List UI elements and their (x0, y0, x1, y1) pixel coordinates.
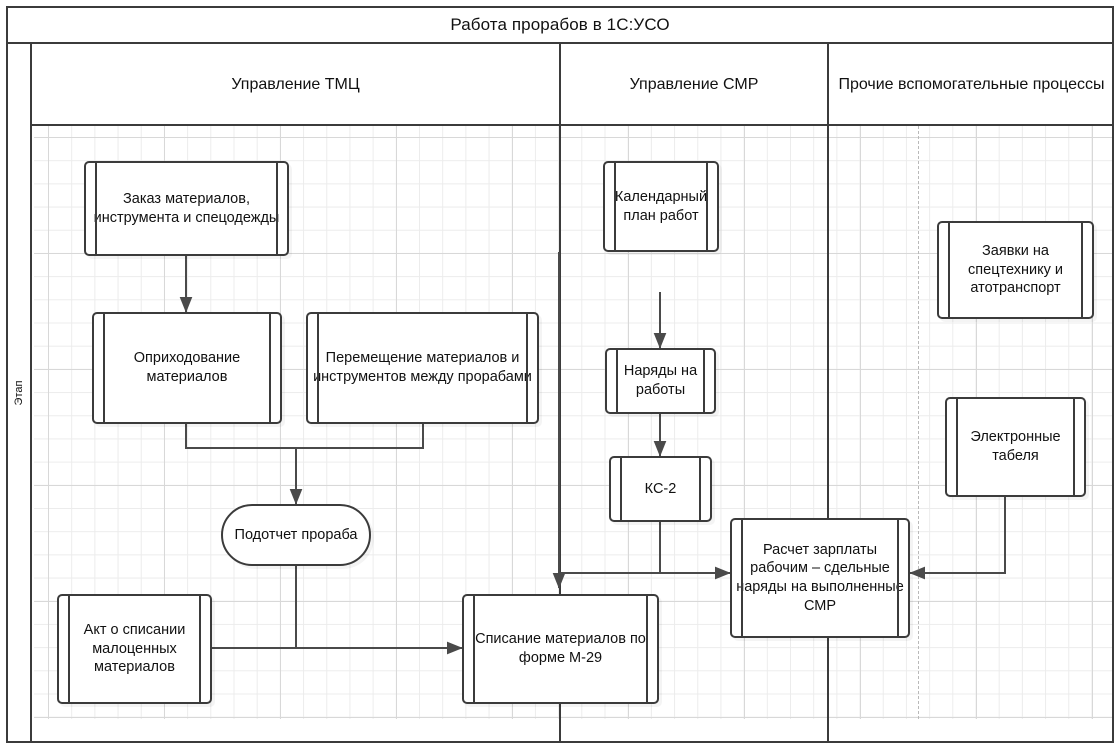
node-receive-materials[interactable]: Оприходование материалов (92, 312, 282, 424)
lane-header-smr-label: Управление СМР (629, 75, 759, 93)
lane-header-tmc-label: Управление ТМЦ (231, 75, 360, 93)
edge-move-to-bus (296, 424, 424, 449)
node-receive-materials-label: Оприходование материалов (133, 350, 241, 385)
node-foreman-account[interactable]: Подотчет прораба (221, 504, 371, 566)
lane-header-misc: Прочие вспомогательные процессы (827, 44, 1114, 126)
lane-divider-smr-misc (827, 126, 829, 741)
lane-header-smr: Управление СМР (559, 44, 827, 126)
node-order-materials[interactable]: Заказ материалов, инструмента и спецодеж… (84, 161, 289, 256)
node-ks-2-label: КС-2 (644, 480, 677, 497)
edge-timesheets-to-payroll (909, 497, 1006, 580)
node-move-materials-label: Перемещение материалов и инструментов ме… (313, 350, 532, 385)
node-writeoff-m29[interactable]: Списание материалов по форме М-29 (462, 594, 659, 704)
stage-band-label: Этап (13, 380, 25, 405)
node-payroll[interactable]: Расчет зарплаты рабочим – сдельные наряд… (730, 518, 910, 638)
lane-header-row (32, 44, 1114, 126)
node-order-materials-label: Заказ материалов, инструмента и спецодеж… (93, 190, 280, 226)
node-special-transport-label: Заявки на спецтехнику и атотранспорт (968, 243, 1063, 297)
connector-layer (151, 252, 1006, 655)
node-writeoff-act-label: Акт о списании малоценных материалов (83, 622, 186, 676)
edge-receive-to-bus (185, 424, 296, 449)
body-bottom-padding (34, 719, 1112, 741)
diagram-body: Заказ материалов, инструмента и спецодеж… (34, 126, 1112, 741)
node-move-materials[interactable]: Перемещение материалов и инструментов ме… (306, 312, 539, 424)
node-work-orders[interactable]: Наряды на работы (605, 348, 716, 414)
lane-header-misc-label: Прочие вспомогательные процессы (838, 75, 1105, 93)
page-title: Работа прорабов в 1С:УСО (450, 15, 670, 34)
node-writeoff-m29-label: Списание материалов по форме М-29 (475, 631, 646, 666)
lane-header-tmc: Управление ТМЦ (32, 44, 559, 126)
lane-sub-divider-dashed (918, 126, 919, 719)
node-payroll-label: Расчет зарплаты рабочим – сдельные наряд… (736, 541, 904, 614)
node-foreman-account-label: Подотчет прораба (234, 526, 358, 543)
node-work-orders-label: Наряды на работы (623, 363, 698, 398)
node-timesheets[interactable]: Электронные табеля (945, 397, 1086, 497)
node-timesheets-label: Электронные табеля (970, 429, 1061, 464)
node-work-schedule[interactable]: Календарный план работ (603, 161, 719, 252)
diagram-title-bar: Работа прорабов в 1С:УСО (6, 6, 1114, 44)
node-writeoff-act[interactable]: Акт о списании малоценных материалов (57, 594, 212, 704)
stage-band: Этап (6, 44, 32, 743)
node-ks-2[interactable]: КС-2 (609, 456, 712, 522)
node-work-schedule-label: Календарный план работ (614, 188, 708, 224)
node-special-transport[interactable]: Заявки на спецтехнику и атотранспорт (937, 221, 1094, 319)
